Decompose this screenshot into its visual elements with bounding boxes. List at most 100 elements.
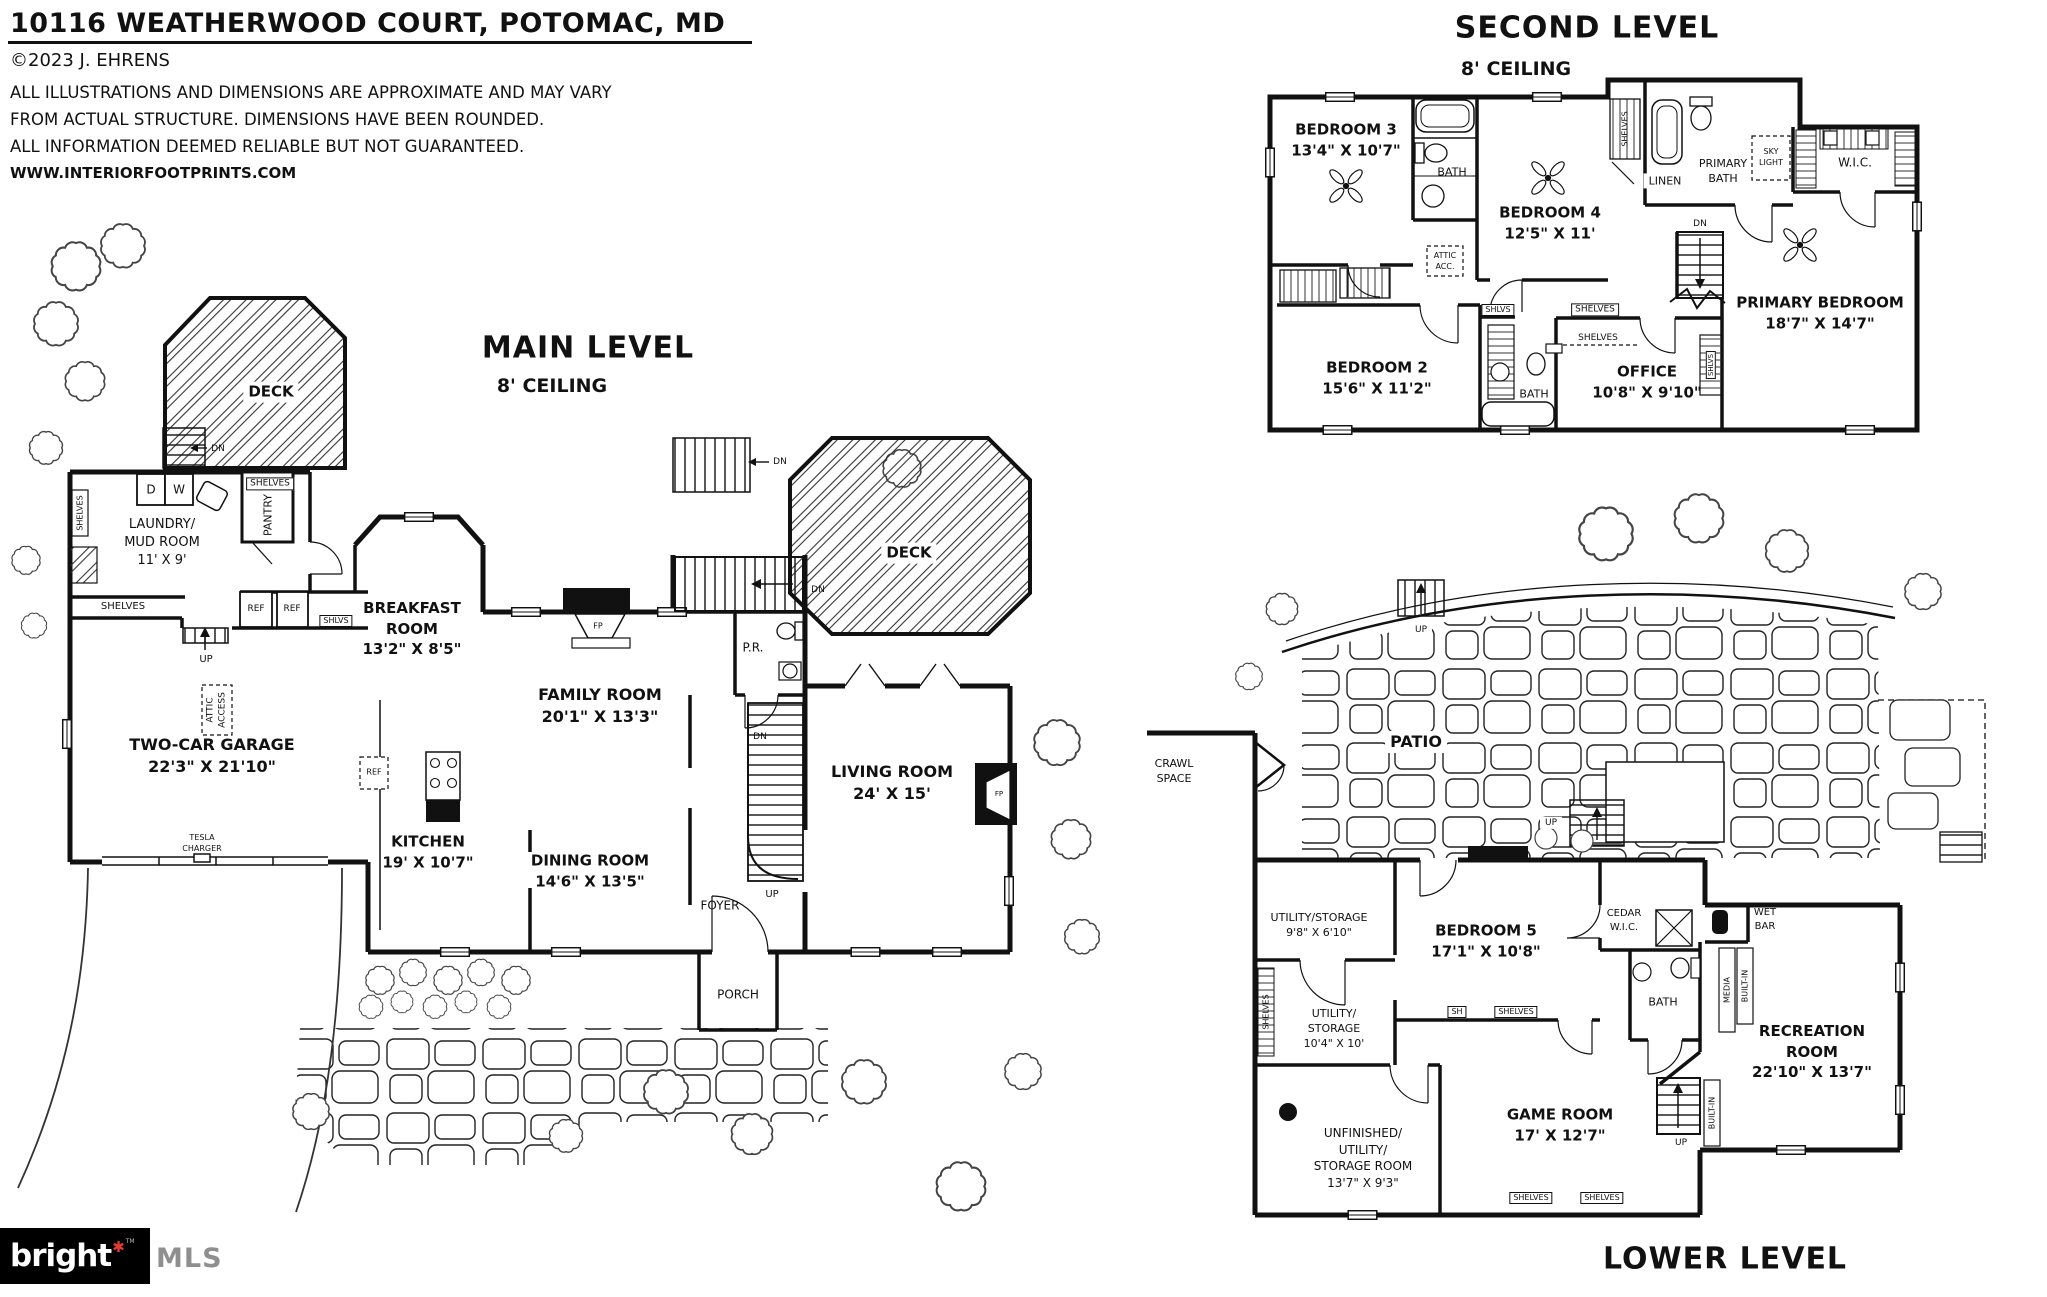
second-exterior-walls: [1267, 77, 1920, 433]
washer-label: W: [173, 482, 185, 497]
wic-label: W.I.C.: [1838, 155, 1872, 170]
room-label-dining: DINING ROOM 14'6" X 13'5": [530, 851, 650, 890]
shelves-label: SHELVES: [75, 495, 85, 531]
room-label-bedroom2: BEDROOM 2 15'6" X 11'2": [1322, 358, 1432, 397]
driveway-line: [17, 867, 89, 1189]
ref-label: REF: [247, 603, 265, 614]
stone-walkway: [295, 1028, 828, 1165]
room-label-breakfast: BREAKFAST ROOM 13'2" X 8'5": [362, 598, 462, 659]
website: WWW.INTERIORFOOTPRINTS.COM: [10, 164, 297, 182]
attic-access-box: [201, 684, 233, 736]
family-fireplace: [563, 588, 631, 649]
bath-label: BATH: [1648, 995, 1678, 1009]
fireplace-label: FP: [593, 621, 603, 631]
powder-room-label: P.R.: [742, 640, 764, 655]
patio: [1302, 606, 1880, 858]
room-label-utility-storage-1: UTILITY/STORAGE 9'8" X 6'10": [1270, 910, 1368, 939]
disclaimer-line-1: ALL ILLUSTRATIONS AND DIMENSIONS ARE APP…: [10, 83, 612, 102]
second-interior-walls: [1270, 80, 1917, 430]
lower-level-plan: [1147, 579, 1986, 1220]
wet-bar-label: WET BAR: [1753, 907, 1777, 932]
logo-trademark: TM: [125, 1237, 135, 1245]
copyright: ©2023 J. EHRENS: [10, 50, 170, 71]
main-level-title: MAIN LEVEL: [481, 330, 695, 366]
ref-label: REF: [283, 603, 301, 614]
room-label-game: GAME ROOM 17' X 12'7": [1506, 1105, 1614, 1144]
second-level-ceiling: 8' CEILING: [1460, 57, 1572, 80]
fireplace-label: FP: [994, 790, 1004, 799]
dryer-label: D: [146, 482, 156, 497]
main-level-ceiling: 8' CEILING: [496, 374, 608, 397]
patio-label: PATIO: [1385, 730, 1447, 754]
up-label: UP: [765, 889, 779, 901]
deck-middle: [788, 436, 1032, 636]
room-label-bedroom4: BEDROOM 4 12'5" X 11': [1499, 203, 1601, 242]
shelves-label: SHELVES: [1571, 303, 1619, 317]
primary-bath-label: PRIMARY BATH: [1698, 156, 1748, 185]
attic-acc-label: ATTIC ACC.: [1433, 250, 1457, 271]
room-label-living: LIVING ROOM 24' X 15': [830, 761, 954, 803]
pantry-label: PANTRY: [261, 493, 275, 537]
living-fireplace: [975, 763, 1017, 825]
disclaimer-line-2: FROM ACTUAL STRUCTURE. DIMENSIONS HAVE B…: [10, 110, 545, 129]
room-label-deck-upper: DECK: [243, 381, 299, 403]
room-label-garage: TWO-CAR GARAGE 22'3" X 21'10": [129, 734, 295, 776]
lower-interior-walls: [1255, 860, 1750, 1215]
cedar-wic-label: CEDAR W.I.C.: [1606, 908, 1642, 933]
shlvs-label: SHLVS: [1705, 350, 1717, 380]
dn-label: DN: [773, 456, 787, 467]
shelves-label: SHELVES: [1578, 332, 1618, 343]
sky-light-label: SKY LIGHT: [1759, 146, 1783, 167]
sky-light-box: [1751, 135, 1791, 181]
door-arcs-main: [309, 541, 779, 953]
deck-steps: [672, 437, 751, 493]
up-label: UP: [199, 654, 213, 666]
shelves-label: SHELVES: [1509, 1192, 1553, 1204]
shelves-label: SHELVES: [100, 601, 146, 613]
logo-mls-suffix: MLS: [156, 1243, 223, 1274]
disclaimer-line-3: ALL INFORMATION DEEMED RELIABLE BUT NOT …: [10, 137, 525, 156]
built-in-label: BUILT-IN: [1707, 1096, 1717, 1130]
shelves-label: SHELVES: [1620, 111, 1630, 147]
room-label-deck-middle: DECK: [881, 542, 937, 564]
landscaping: [11, 223, 1942, 1213]
dn-label: DN: [811, 584, 825, 595]
porch-label: PORCH: [717, 987, 759, 1002]
title-rule: [8, 41, 752, 44]
room-label-utility-storage-2: UTILITY/ STORAGE 10'4" X 10': [1303, 1007, 1365, 1051]
room-label-laundry: LAUNDRY/ MUD ROOM 11' X 9': [124, 517, 200, 568]
dn-label: DN: [1693, 218, 1707, 229]
media-label: MEDIA: [1722, 977, 1732, 1003]
main-exterior-walls: [67, 469, 1013, 955]
crawl-space-label: CRAWL SPACE: [1154, 756, 1194, 785]
shelves-label: SHELVES: [1261, 994, 1271, 1030]
room-label-office: OFFICE 10'8" X 9'10": [1592, 362, 1702, 401]
page-title: 10116 WEATHERWOOD COURT, POTOMAC, MD: [10, 8, 726, 39]
foyer-stair: [747, 702, 804, 882]
room-label-family: FAMILY ROOM 20'1" X 13'3": [538, 684, 662, 726]
up-label: UP: [1674, 1137, 1688, 1148]
shelves-label: SHELVES: [246, 477, 294, 491]
logo-sunburst-icon: ✱: [112, 1238, 125, 1256]
up-label: UP: [1409, 623, 1433, 637]
second-level-plan: [1265, 77, 1922, 435]
linen-label: LINEN: [1643, 173, 1687, 189]
shelves-label: SHELVES: [1494, 1006, 1538, 1018]
shlvs-label: SHLVS: [319, 615, 353, 627]
dn-label: DN: [753, 731, 767, 742]
door-arcs-second: [1347, 191, 1876, 354]
door-arcs-lower: [1299, 859, 1683, 1104]
shlvs-label: SHLVS: [1481, 304, 1515, 316]
main-level-plan: [62, 296, 1032, 1032]
shelves-label: SHELVES: [1580, 1192, 1624, 1204]
attic-access-label: ATTIC ACCESS: [205, 692, 228, 728]
room-label-bedroom3: BEDROOM 3 13'4" X 10'7": [1291, 120, 1401, 159]
brightmls-logo: bright ✱ TM: [0, 1228, 150, 1284]
ref-label: REF: [366, 767, 382, 777]
lower-level-title: LOWER LEVEL: [1602, 1241, 1848, 1277]
room-label-kitchen: KITCHEN 19' X 10'7": [382, 832, 474, 871]
room-label-recreation: RECREATION ROOM 22'10" X 13'7": [1752, 1021, 1872, 1082]
dn-label: DN: [211, 443, 225, 454]
built-in-label: BUILT-IN: [1740, 969, 1750, 1003]
